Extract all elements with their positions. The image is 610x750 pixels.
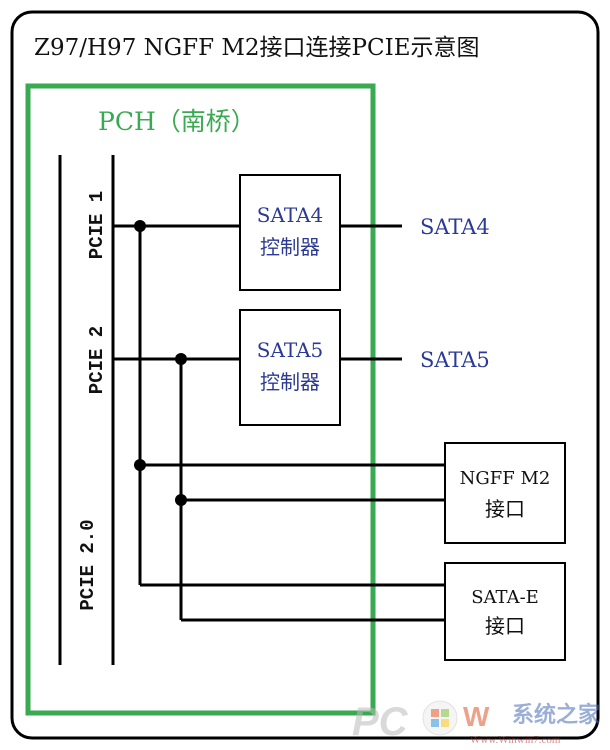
sata5-output-label: SATA5 [420,348,490,372]
pch-box [25,83,376,716]
sata5-controller-line2: 控制器 [260,370,320,394]
lane-pcie2-label: PCIE 2 [86,326,108,394]
sata4-controller-line2: 控制器 [260,235,320,259]
sata5-controller-box [239,309,341,426]
junction-dot [134,459,146,471]
sata-e-port-line2: 接口 [485,614,525,638]
sata4-controller-line1: SATA4 [257,203,323,227]
lane-pcie20-label: PCIE 2.0 [77,519,99,610]
connection-lines [113,224,445,622]
sata-e-port-line1: SATA-E [471,587,539,608]
sata5-controller-line1: SATA5 [257,338,323,362]
ngff-m2-port-line2: 接口 [485,497,525,521]
lane-pcie1-label: PCIE 1 [86,191,108,259]
pch-label: PCH（南桥） [98,107,256,136]
junction-dot [175,494,187,506]
svg-text:系统之家: 系统之家 [512,702,601,728]
sata-e-port-box [444,562,566,661]
ngff-m2-port-box [444,442,566,544]
junction-dot [175,353,187,365]
junction-dot [134,220,146,232]
watermark-url: Www.Winwin7.com [470,734,561,746]
svg-text:PC: PC [352,700,409,744]
ngff-m2-port-line1: NGFF M2 [460,468,551,489]
svg-text:W: W [463,701,490,732]
junction-dots [134,220,187,506]
windows-logo-icon [422,700,458,736]
outer-frame [10,10,600,740]
diagram-title: Z97/H97 NGFF M2接口连接PCIE示意图 [34,35,480,61]
sata4-controller-box [239,174,341,291]
sata4-output-label: SATA4 [420,215,490,239]
watermark-logo: PC W 系统之家 Www.Winwin7.com [352,700,601,746]
